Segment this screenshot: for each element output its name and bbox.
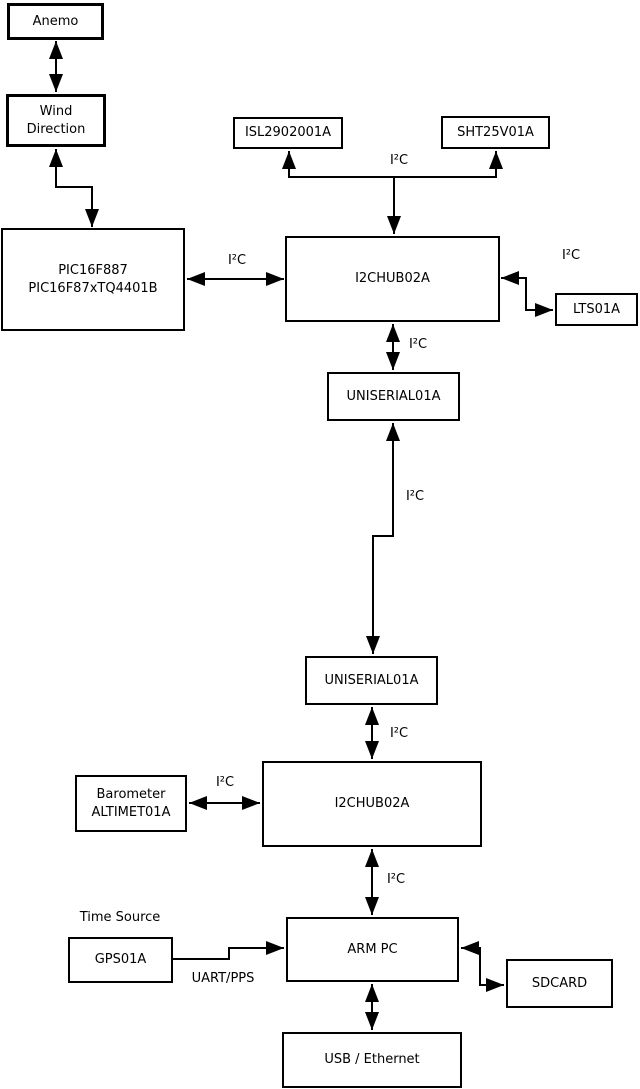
usb-ethernet-box: USB / Ethernet	[282, 1032, 462, 1088]
i2chub-top-box: I2CHUB02A	[285, 236, 500, 322]
wind-direction-box: Wind Direction	[6, 94, 106, 147]
uniserial-bottom-box: UNISERIAL01A	[305, 656, 438, 705]
connector-gps-armpc	[173, 941, 284, 960]
connector-i2chub-top-lts	[501, 271, 553, 317]
i2c-label-lts: I²C	[561, 248, 581, 263]
connector-uniserial-top-uniserial-bottom	[366, 423, 400, 654]
lts-box: LTS01A	[555, 293, 638, 326]
uniserial-top-box: UNISERIAL01A	[327, 372, 460, 421]
i2c-label-hub-uniserial: I²C	[408, 337, 428, 352]
time-source-label: Time Source	[79, 910, 161, 925]
connector-wind-pic	[49, 149, 99, 227]
pic-box: PIC16F887 PIC16F87xTQ4401B	[1, 228, 185, 331]
gps-box: GPS01A	[68, 937, 173, 983]
armpc-box: ARM PC	[286, 917, 459, 982]
sdcard-box: SDCARD	[506, 959, 613, 1008]
isl-box: ISL2902001A	[233, 117, 343, 149]
connector-armpc-sdcard	[461, 941, 504, 992]
i2c-label-barometer: I²C	[215, 775, 235, 790]
i2c-label-uniserial-link: I²C	[405, 489, 425, 504]
i2chub-bottom-box: I2CHUB02A	[262, 761, 482, 847]
barometer-box: Barometer ALTIMET01A	[75, 775, 187, 832]
i2c-label-hub-armpc: I²C	[386, 872, 406, 887]
i2c-label-uniserial-hub: I²C	[389, 726, 409, 741]
uart-pps-label: UART/PPS	[191, 971, 255, 986]
sht-box: SHT25V01A	[441, 116, 550, 149]
i2c-label-sensor-bus: I²C	[389, 153, 409, 168]
anemo-box: Anemo	[7, 3, 104, 40]
i2c-label-pic-hub: I²C	[227, 253, 247, 268]
